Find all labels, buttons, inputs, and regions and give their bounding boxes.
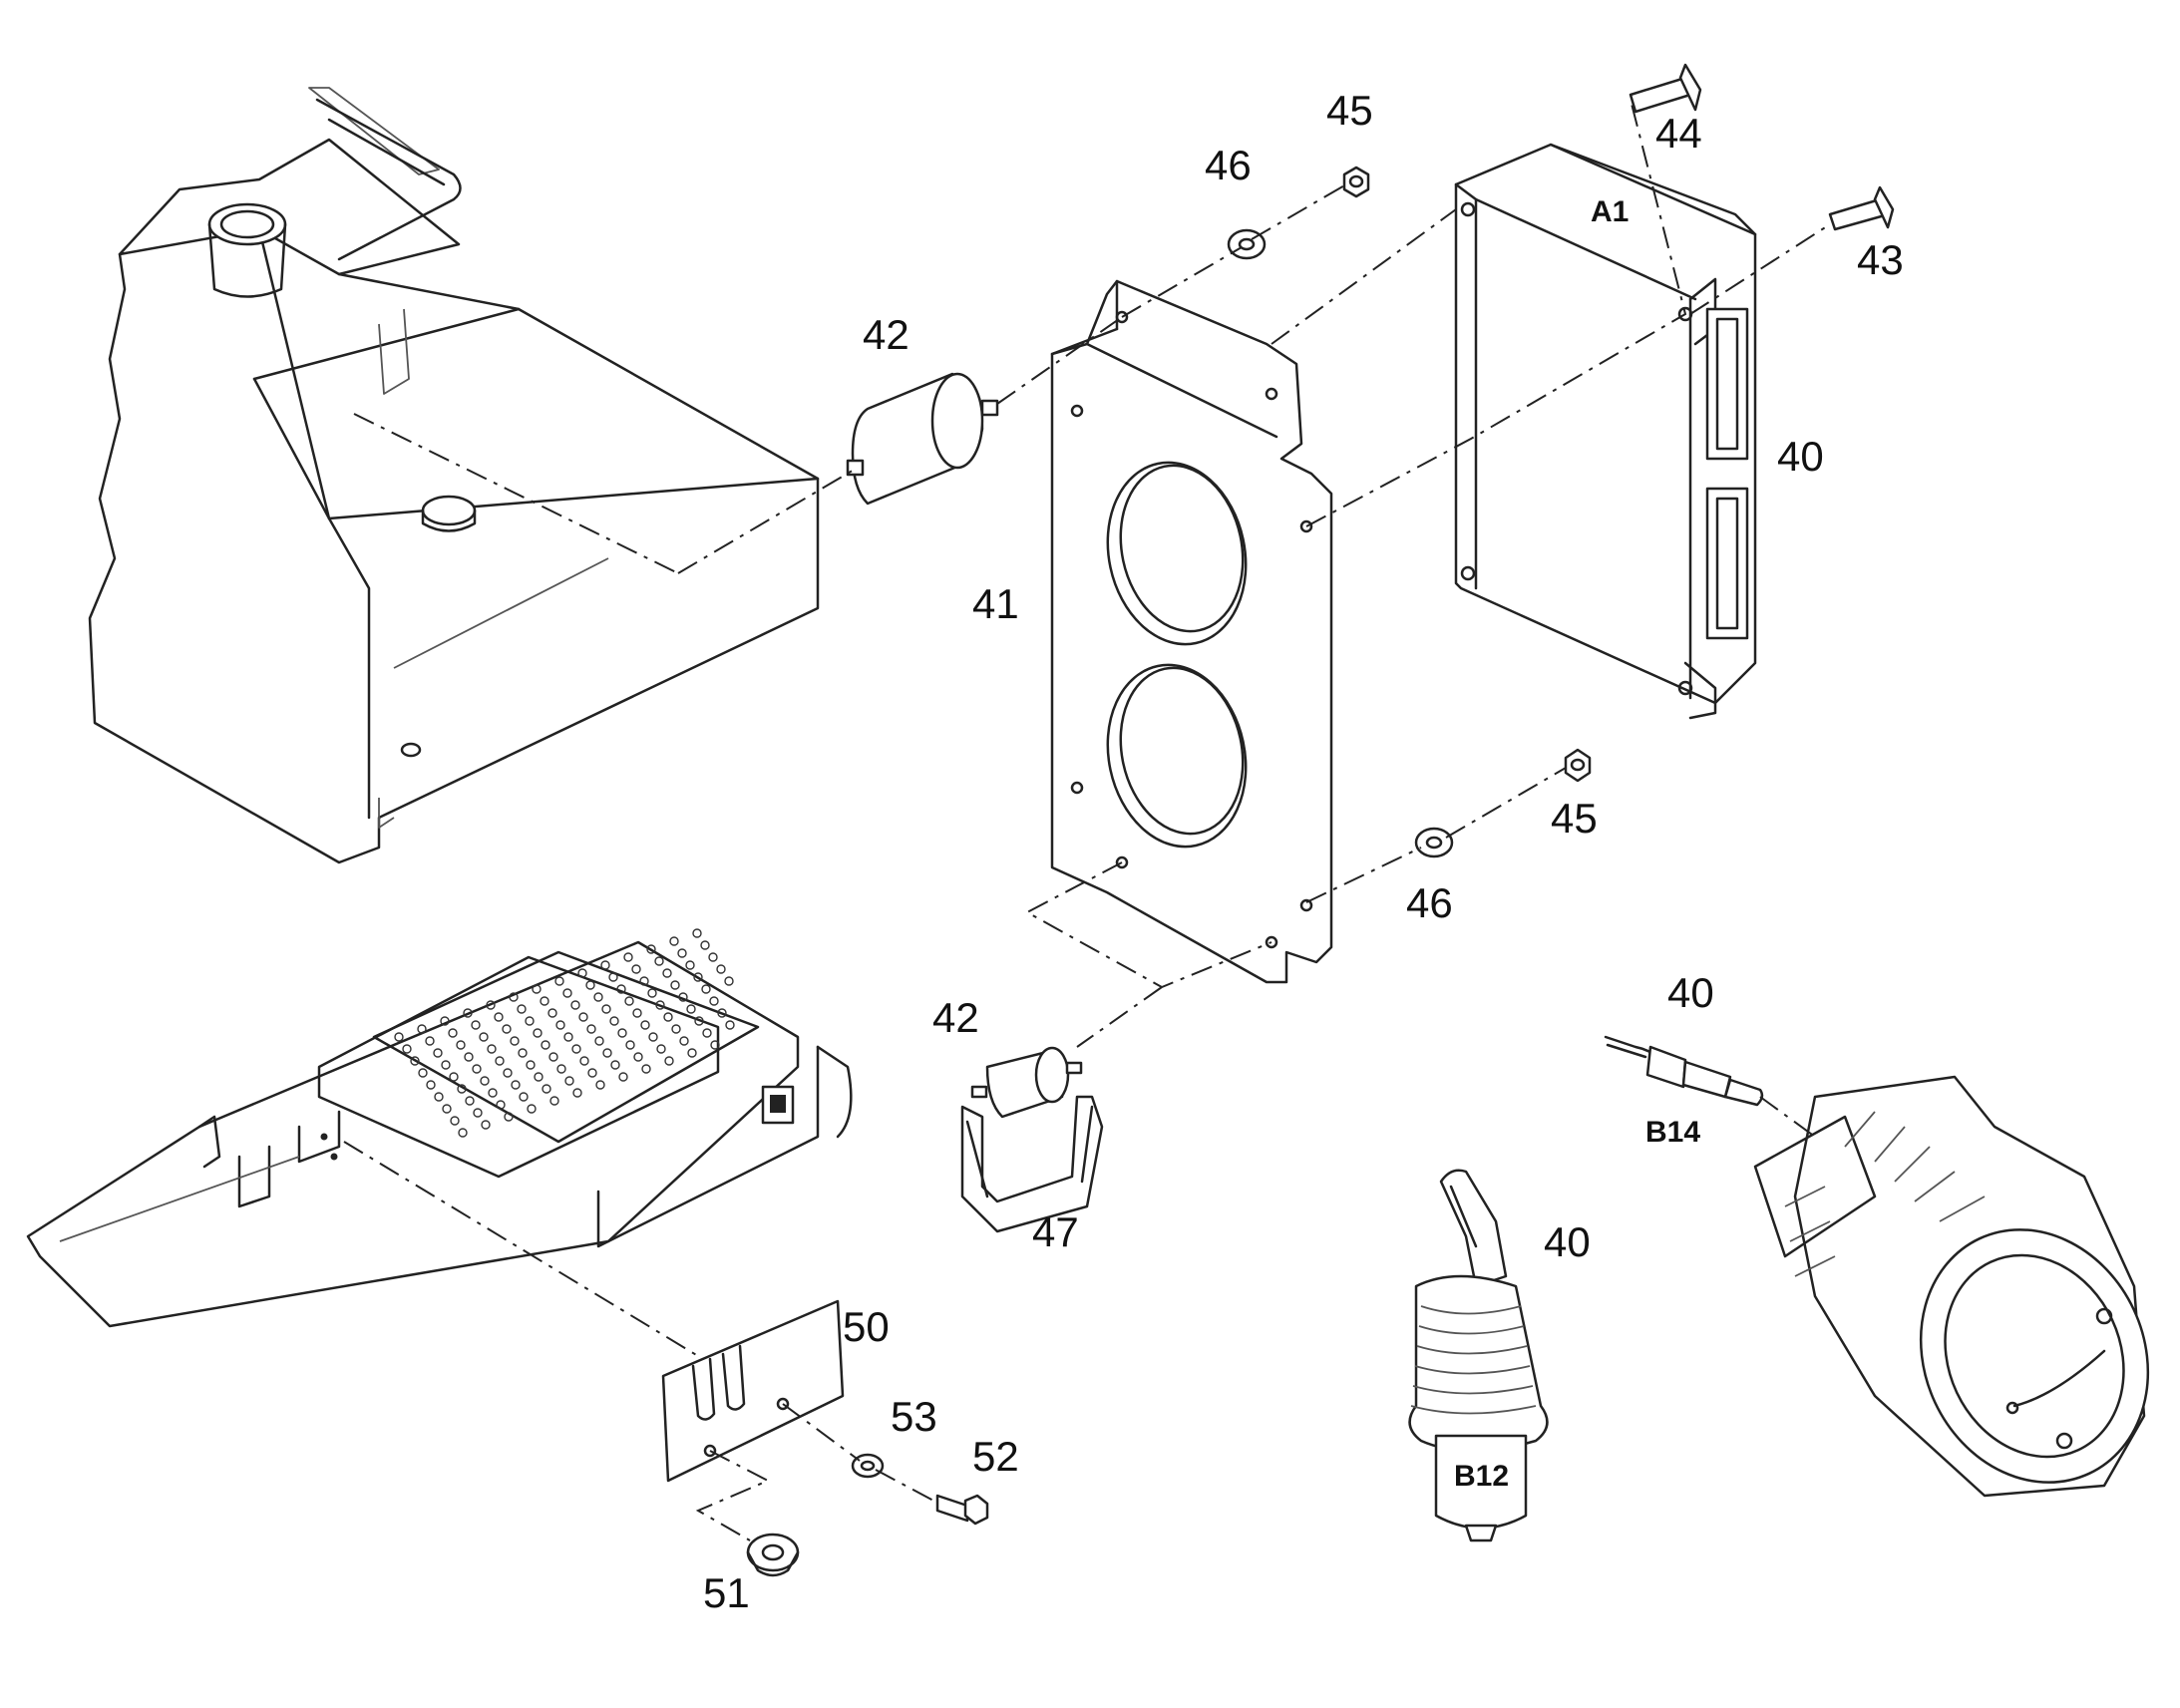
- callout-labels: 44 45 46 43 42 40 41 45 46 42 40 47 40 5…: [703, 87, 1904, 1616]
- callout-47: 47: [1032, 1208, 1079, 1255]
- callout-51: 51: [703, 1569, 750, 1616]
- callout-40-ecu: 40: [1777, 433, 1824, 480]
- screw-43: [1828, 185, 1895, 231]
- callout-42-bottom: 42: [932, 994, 979, 1041]
- speed-sensor: [1604, 1035, 1764, 1107]
- nut-45-bottom: [1564, 748, 1592, 783]
- washer-46-bottom: [1414, 827, 1454, 858]
- rubber-mount-top: [846, 372, 999, 506]
- callout-52: 52: [972, 1433, 1019, 1480]
- battery-box: [26, 928, 853, 1328]
- callout-44: 44: [1655, 110, 1702, 157]
- callout-41: 41: [972, 580, 1019, 627]
- callout-46-top: 46: [1205, 142, 1252, 188]
- callout-43: 43: [1857, 236, 1904, 283]
- battery-grid: [394, 928, 735, 1138]
- callout-40-joystick: 40: [1544, 1218, 1591, 1265]
- tag-a1: A1: [1591, 195, 1629, 228]
- callout-40-sensor: 40: [1667, 969, 1714, 1016]
- joystick: [1408, 1169, 1549, 1542]
- callout-46-bottom: 46: [1406, 879, 1453, 926]
- bracket-with-mount: [960, 1046, 1104, 1233]
- assembly-lines: [343, 99, 1831, 1541]
- hydraulic-motor: [1753, 1075, 2150, 1498]
- callout-45-top: 45: [1326, 87, 1373, 134]
- callout-45-bottom: 45: [1551, 795, 1598, 842]
- tank-housing: [88, 87, 820, 864]
- screw-52: [935, 1494, 989, 1526]
- callout-42-top: 42: [863, 311, 909, 358]
- grommet-51: [746, 1533, 800, 1577]
- tag-b14: B14: [1645, 1116, 1700, 1149]
- mounting-plate: [1050, 279, 1333, 984]
- ecu-unit: [1454, 143, 1757, 720]
- callout-50: 50: [843, 1303, 890, 1350]
- washer-53: [851, 1453, 885, 1479]
- tag-b12: B12: [1454, 1460, 1509, 1493]
- nut-45-top: [1342, 166, 1370, 198]
- bracket-plate-50: [661, 1299, 845, 1483]
- screw-44: [1629, 63, 1702, 114]
- callout-53: 53: [891, 1393, 937, 1440]
